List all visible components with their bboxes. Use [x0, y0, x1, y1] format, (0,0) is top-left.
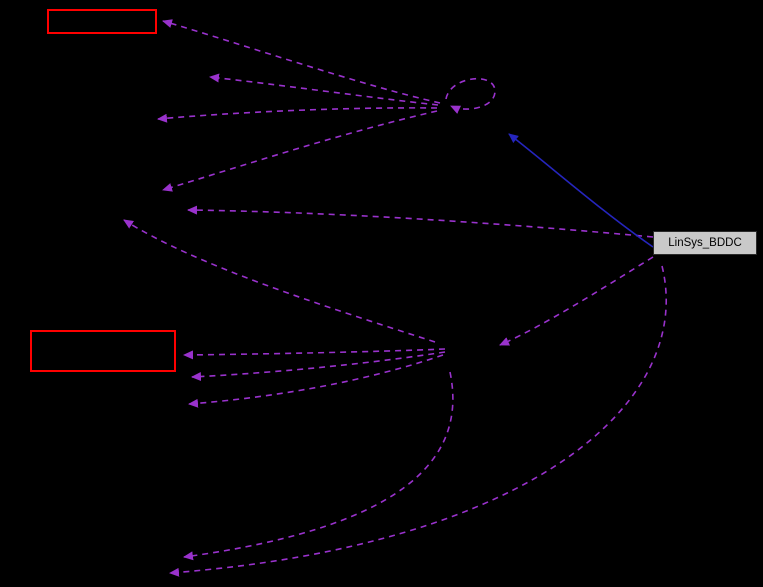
- node-linsys-bddc[interactable]: LinSys_BDDC: [653, 231, 757, 255]
- edge-hubmiddle-mid1: [191, 351, 446, 382]
- edge-hubtop-upper3: [162, 110, 438, 192]
- edge-hubtop-redboxtop: [162, 19, 441, 104]
- edge-hubmiddle-redboxmiddle: [183, 348, 446, 360]
- edge-hubmiddle-bottom1: [183, 371, 454, 561]
- edge-hubtop-upper1: [209, 73, 439, 106]
- edge-linsys-hubmiddle: [499, 256, 654, 346]
- node-red-middle[interactable]: [30, 330, 176, 372]
- node-linsys-bddc-label: LinSys_BDDC: [668, 237, 742, 249]
- edge-hubmiddle-mid2: [188, 354, 444, 408]
- edge-linsys-upper4: [187, 205, 654, 238]
- edge-linsys-bottom2: [169, 265, 667, 577]
- edge-hubmiddle-left: [123, 219, 436, 343]
- edge-linsys-hubtop-solid: [508, 133, 654, 248]
- edge-hubtop-selfloop: [445, 77, 496, 114]
- node-red-top[interactable]: [47, 9, 157, 34]
- edge-hubtop-upper2: [157, 107, 438, 123]
